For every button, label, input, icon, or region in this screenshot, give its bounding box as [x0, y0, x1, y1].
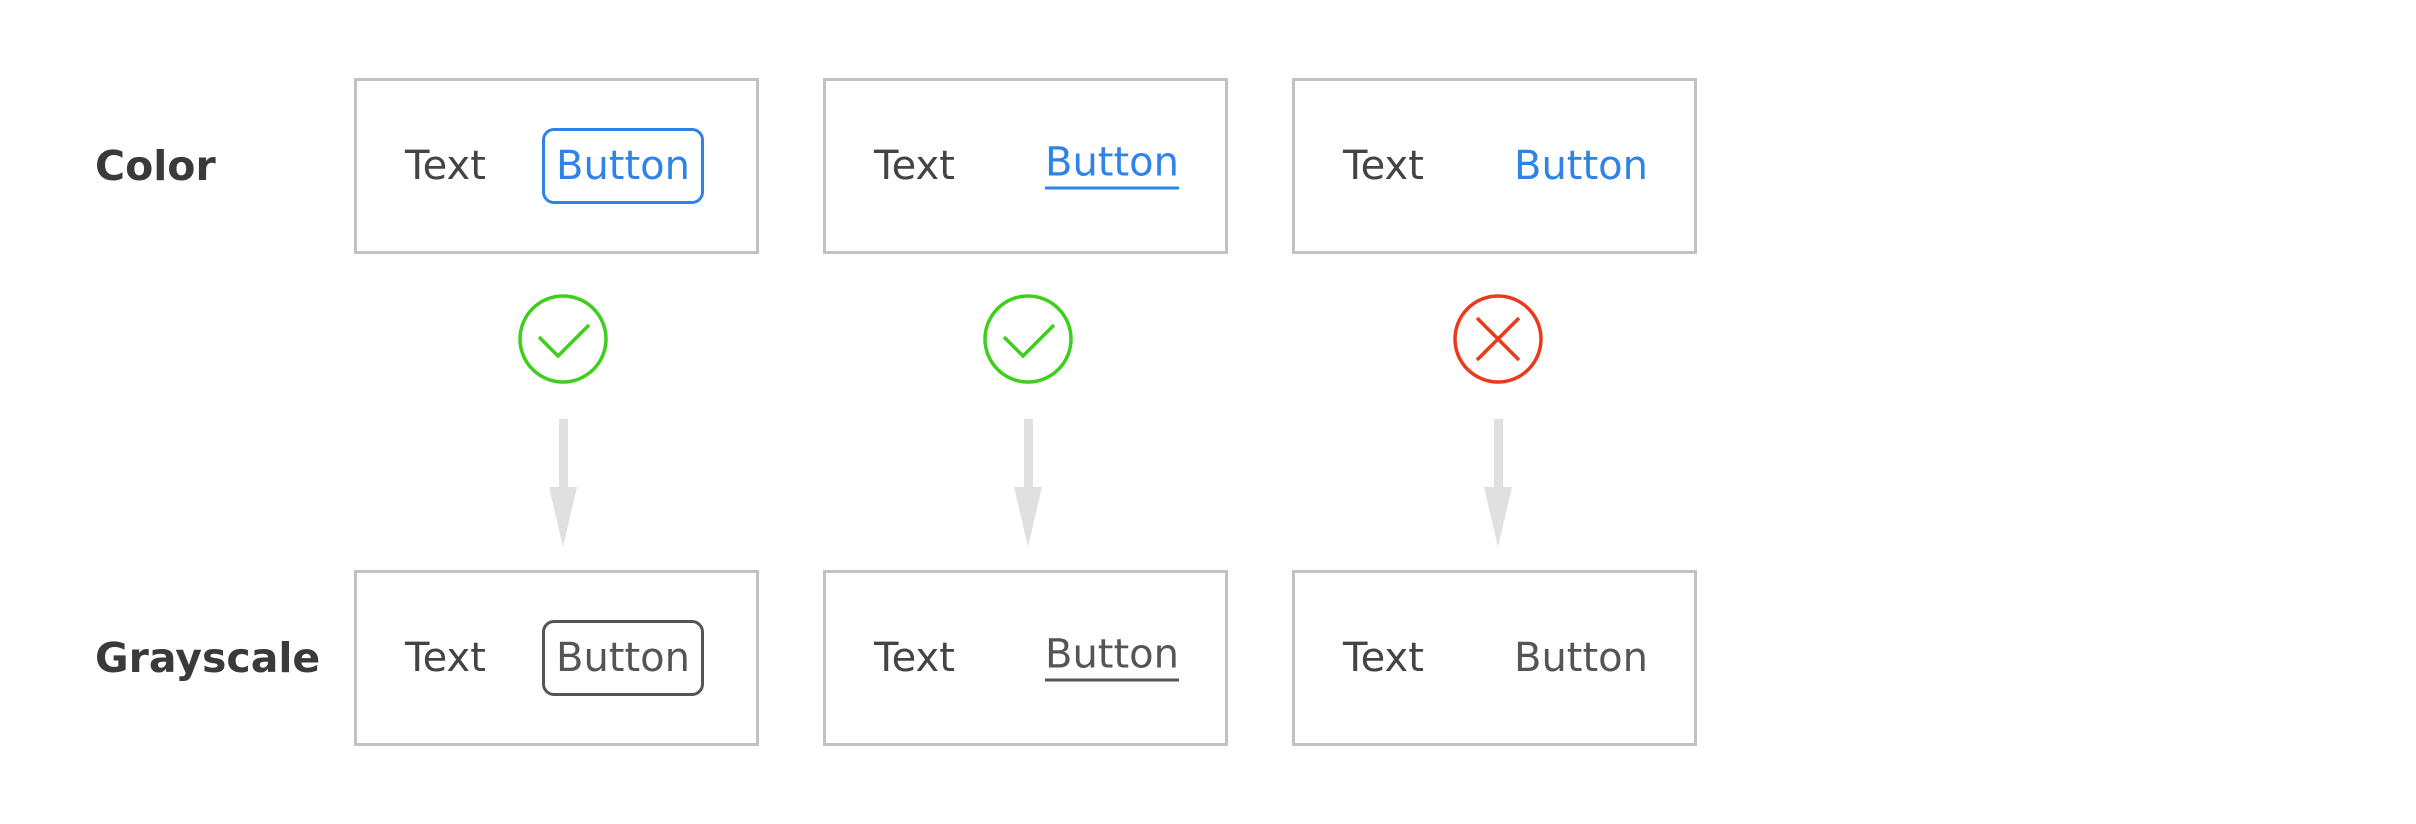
panel-text: Text	[405, 143, 486, 189]
panel-text: Text	[874, 143, 955, 189]
grayscale-panel-plain: Text Button	[1292, 570, 1697, 746]
panel-text: Text	[1343, 143, 1424, 189]
down-arrow-icon	[1483, 419, 1513, 549]
underlined-button[interactable]: Button	[1045, 143, 1179, 190]
plain-button-grayscale[interactable]: Button	[1514, 635, 1648, 681]
check-circle-icon	[517, 293, 609, 385]
outlined-button-grayscale[interactable]: Button	[542, 620, 704, 696]
row-label-grayscale: Grayscale	[95, 634, 321, 682]
check-circle-icon	[982, 293, 1074, 385]
x-circle-icon	[1452, 293, 1544, 385]
down-arrow-icon	[1013, 419, 1043, 549]
underlined-button-grayscale[interactable]: Button	[1045, 635, 1179, 682]
color-panel-plain: Text Button	[1292, 78, 1697, 254]
down-arrow-icon	[548, 419, 578, 549]
panel-text: Text	[405, 635, 486, 681]
outlined-button[interactable]: Button	[542, 128, 704, 204]
panel-text: Text	[874, 635, 955, 681]
color-panel-underlined: Text Button	[823, 78, 1228, 254]
grayscale-panel-outlined: Text Button	[354, 570, 759, 746]
grayscale-panel-underlined: Text Button	[823, 570, 1228, 746]
panel-text: Text	[1343, 635, 1424, 681]
row-label-color: Color	[95, 142, 216, 190]
color-panel-outlined: Text Button	[354, 78, 759, 254]
plain-button[interactable]: Button	[1514, 143, 1648, 189]
